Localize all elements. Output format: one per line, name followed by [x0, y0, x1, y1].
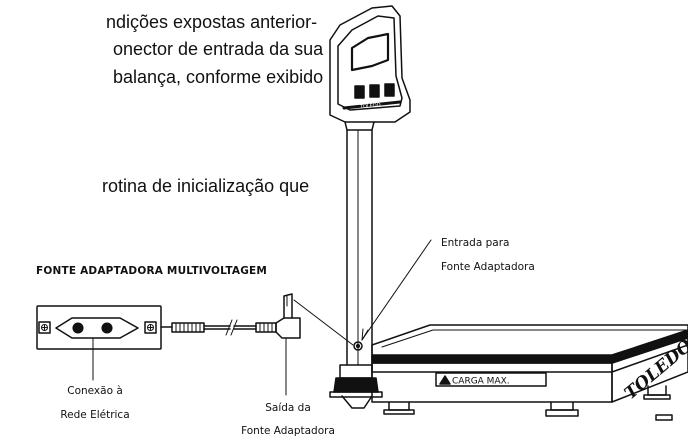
body-text-line-3: balança, conforme exibido: [113, 67, 324, 87]
input-label-line-1: Entrada para: [441, 237, 510, 249]
mains-label-line-2: Rede Elétrica: [60, 409, 130, 421]
output-label-line-1: Saída da: [265, 402, 311, 414]
column-pole: [346, 129, 373, 366]
power-input-connector: [353, 341, 363, 351]
output-label-line-2: Fonte Adaptadora: [241, 425, 335, 437]
plug-pin-right: [101, 322, 113, 334]
body-text-line-4: rotina de inicialização que: [102, 176, 310, 196]
input-label-line-2: Fonte Adaptadora: [441, 261, 535, 273]
plug-pin-left: [72, 322, 84, 334]
warning-triangle-icon: [439, 375, 451, 385]
display-head: TOLEDO: [329, 5, 411, 131]
pole-base-mount: [329, 341, 383, 409]
mains-label-line-1: Conexão à: [67, 385, 123, 397]
weighing-platform: CARGA MAX. TOLEDO: [371, 324, 688, 421]
body-text-line-2: onector de entrada da sua: [113, 39, 324, 59]
display-screen: [350, 32, 390, 72]
power-cable: [160, 293, 354, 346]
body-text-line-1: ndições expostas anterior-: [106, 12, 318, 32]
warning-plate-text: CARGA MAX.: [452, 377, 510, 387]
wall-plug: [36, 305, 162, 350]
power-supply-title: FONTE ADAPTADORA MULTIVOLTAGEM: [36, 265, 268, 277]
svg-text:TOLEDO: TOLEDO: [359, 102, 381, 110]
